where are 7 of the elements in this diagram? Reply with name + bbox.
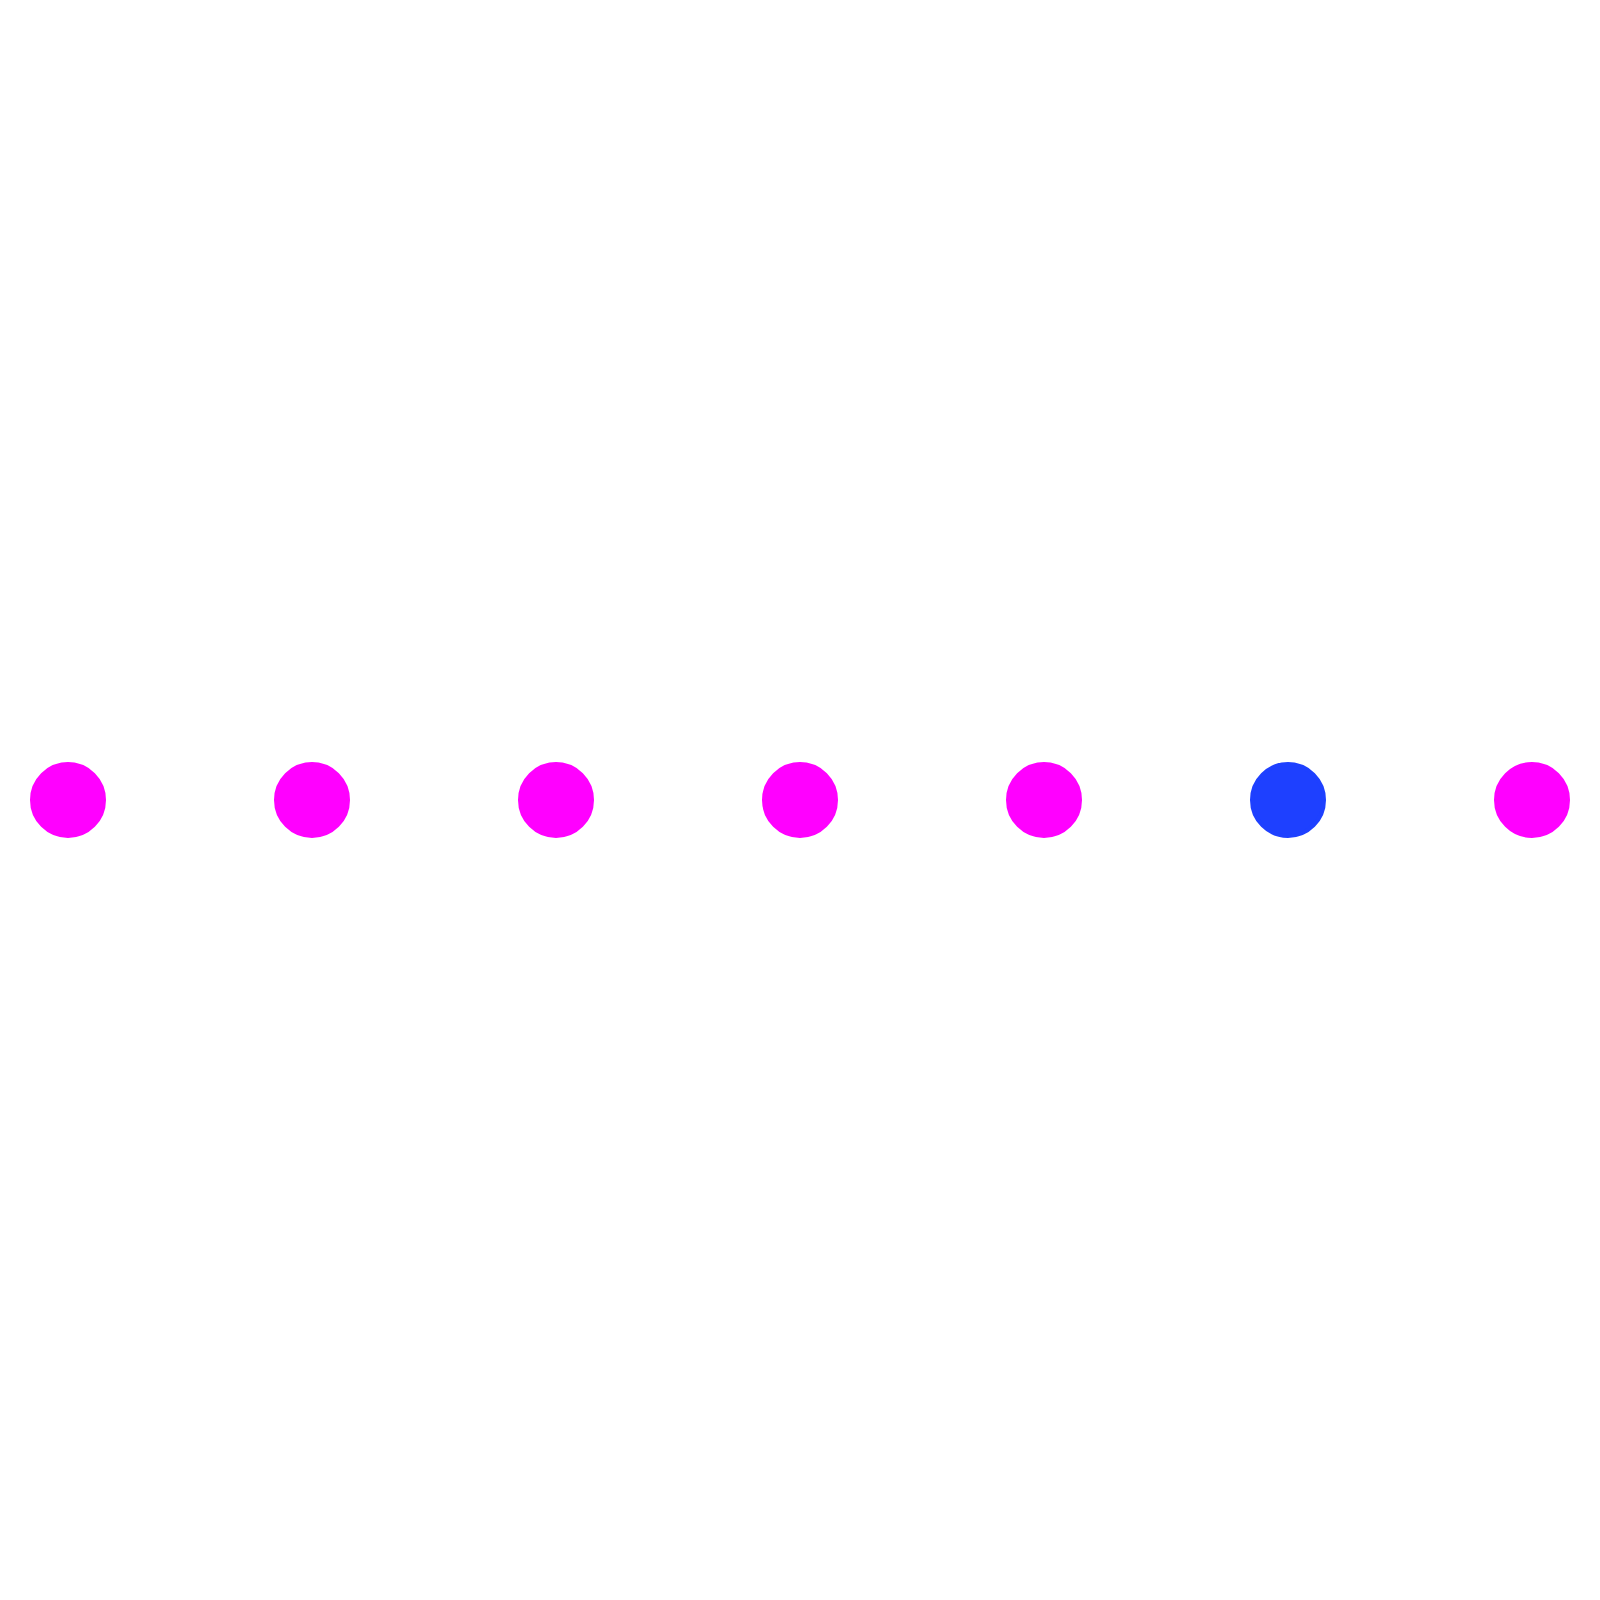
node-circle — [518, 762, 594, 838]
node-circle — [762, 762, 838, 838]
node-circle — [1250, 762, 1326, 838]
node-circle — [274, 762, 350, 838]
node-circle — [1006, 762, 1082, 838]
node-circle — [30, 762, 106, 838]
node-circle — [1494, 762, 1570, 838]
